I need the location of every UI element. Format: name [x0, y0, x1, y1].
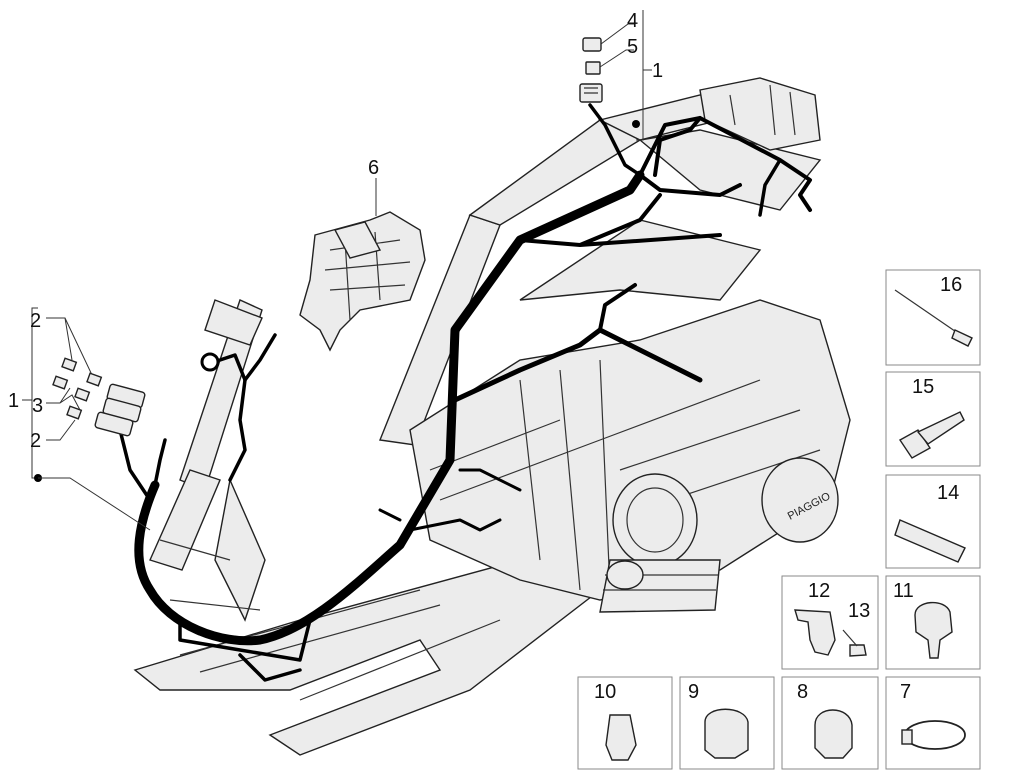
callout-12: 12	[808, 580, 830, 602]
part-8-box: 8	[781, 676, 879, 770]
callout-1-top: 1	[652, 60, 663, 82]
callout-2-lower: 2	[30, 430, 41, 452]
callout-7: 7	[900, 681, 911, 703]
part-15-box: 15	[885, 371, 981, 467]
callout-4: 4	[627, 10, 638, 32]
part-9-box: 9	[679, 676, 775, 770]
part-11-box: 11	[885, 575, 981, 670]
callout-2-upper: 2	[30, 310, 41, 332]
engine-assembly: PIAGGIO	[409, 299, 851, 613]
callout-6: 6	[368, 157, 379, 179]
main-wiring-harness	[118, 103, 812, 682]
part-16-box: 16	[885, 269, 981, 366]
callout-13: 13	[848, 600, 870, 622]
callout-11: 11	[893, 580, 914, 602]
callout-15: 15	[912, 376, 934, 398]
part-12-13-box: 12 13	[781, 575, 879, 670]
callout-1-left: 1	[8, 390, 19, 412]
part-7-box: 7	[885, 676, 981, 770]
callout-9: 9	[688, 681, 699, 703]
part-14-box: 14	[885, 474, 981, 569]
callout-10: 10	[594, 681, 616, 703]
left-connector-group: 2 1 3 2	[8, 307, 151, 531]
callout-16: 16	[940, 274, 962, 296]
top-connector-group: 4 5 1	[579, 10, 663, 141]
callout-3: 3	[32, 395, 43, 417]
callout-5: 5	[627, 36, 638, 58]
callout-8: 8	[797, 681, 808, 703]
callout-14: 14	[937, 482, 959, 504]
part-10-box: 10	[577, 676, 673, 770]
part-6-bracket: 6	[299, 157, 426, 352]
